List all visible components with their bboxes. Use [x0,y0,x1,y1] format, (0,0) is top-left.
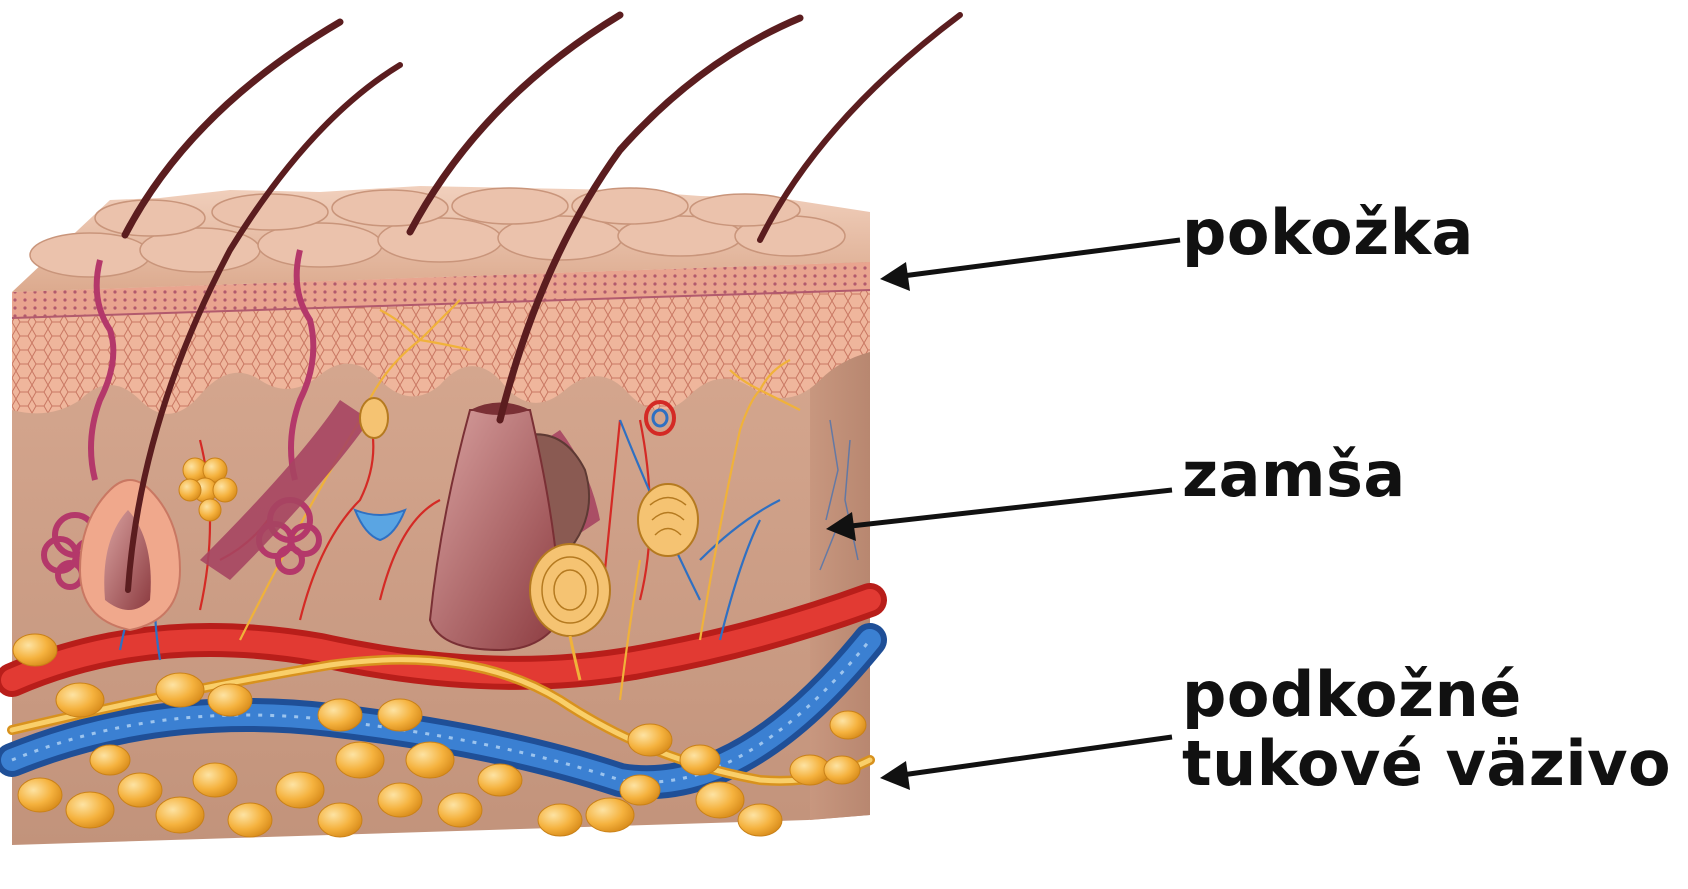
label-hypodermis-line1: podkožné [1182,660,1671,729]
arrow-hypodermis [880,737,1172,790]
label-hypodermis-line2: tukové väzivo [1182,729,1671,798]
label-epidermis: pokožka [1182,198,1474,267]
arrow-epidermis [880,240,1180,291]
ruffini-ending [638,484,698,556]
meissner-corpuscle [360,398,388,438]
label-dermis: zamša [1182,440,1406,509]
arrow-dermis [826,490,1172,541]
label-hypodermis: podkožné tukové väzivo [1182,660,1671,799]
